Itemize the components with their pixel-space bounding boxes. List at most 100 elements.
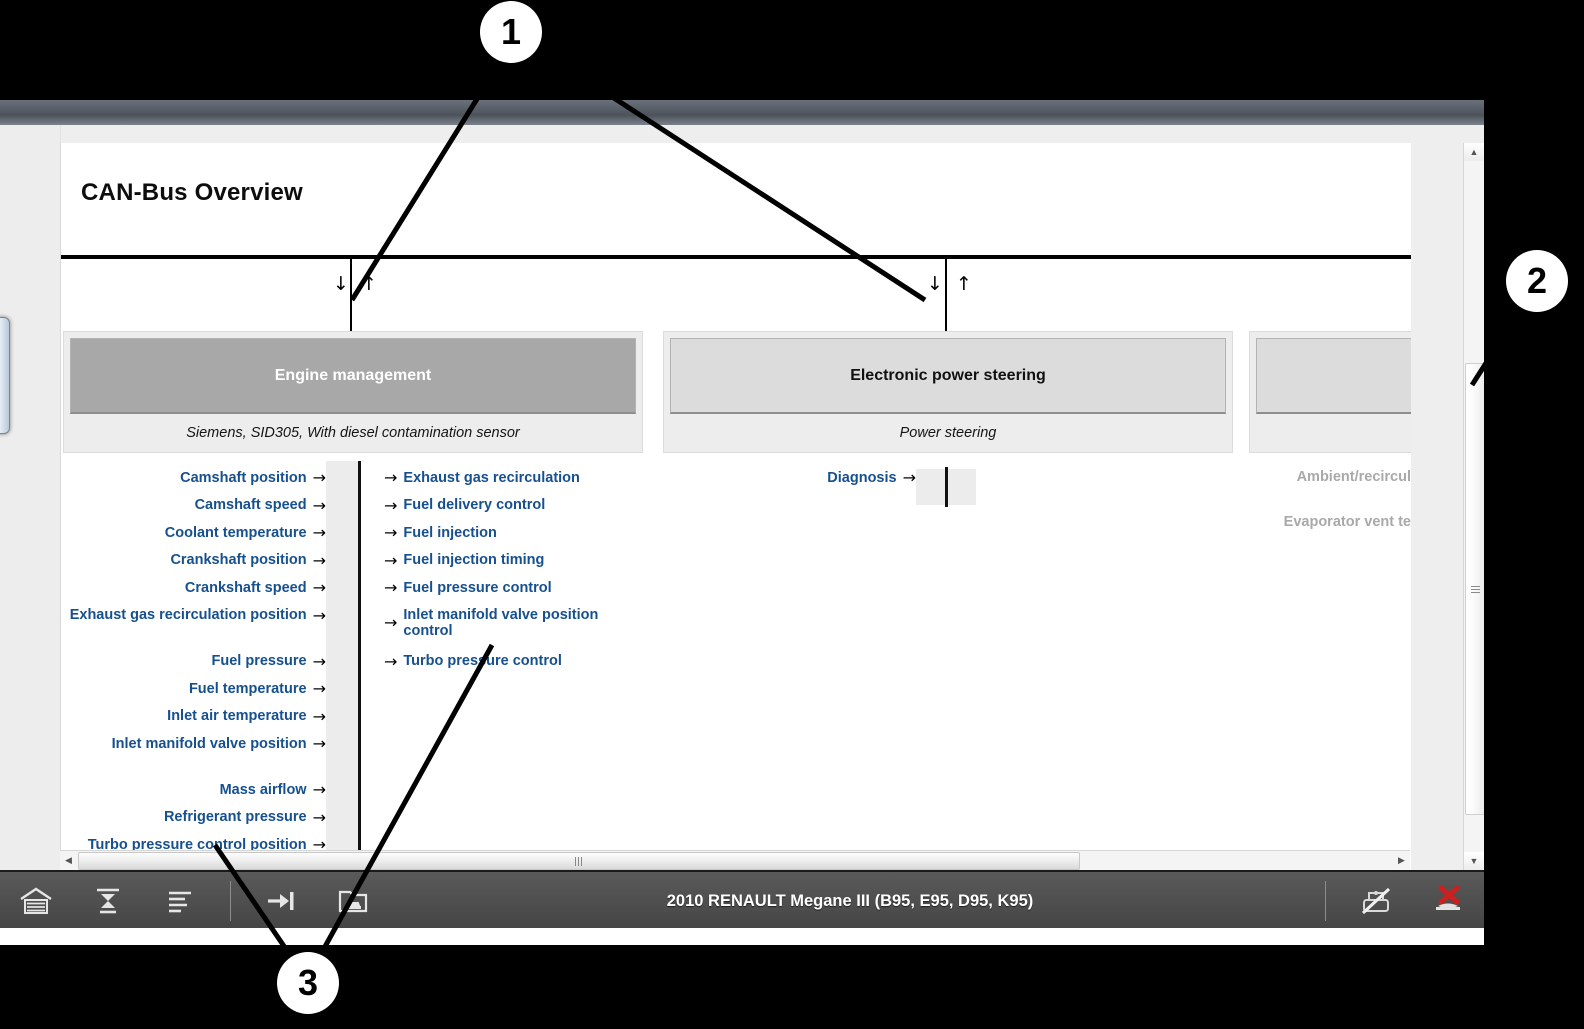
signal-lists: Camshaft position → Camshaft speed→ Coolant… <box>61 461 1411 870</box>
ecu-subtitle-clipped <box>1256 418 1411 448</box>
signal-label: Inlet manifold valve position control <box>403 606 599 640</box>
signal-arrow-icon: → <box>384 468 398 487</box>
toolbar-button-vehicle-identification[interactable] <box>72 872 144 930</box>
signal-input-3[interactable]: Crankshaft position → <box>61 550 326 570</box>
toolbar-separator-right <box>1325 881 1326 921</box>
toolbar-button-test-plan[interactable] <box>144 872 216 930</box>
bus-down-arrow-2: ↓ <box>927 273 943 295</box>
jump-to-icon <box>268 892 294 910</box>
application-window: CAN-Bus Overview ↓ ↑ ↓ ↑ Engine manageme… <box>0 100 1484 945</box>
signal-input-5[interactable]: Exhaust gas recirculation position → <box>61 605 326 625</box>
toolbar-button-vehicle-folder[interactable] <box>317 872 389 930</box>
scrollbar-grip-icon <box>575 856 583 866</box>
signal-input-0[interactable]: Camshaft position → <box>61 468 326 487</box>
signal-arrow-icon: → <box>312 651 326 671</box>
signal-input-4[interactable]: Crankshaft speed→ <box>61 578 326 597</box>
signal-clipped-0: Ambient/recircul <box>1211 469 1411 486</box>
signal-input-6[interactable]: Fuel pressure → <box>61 651 327 671</box>
signal-arrow-icon: → <box>312 679 326 698</box>
signal-label: Fuel injection <box>403 524 497 541</box>
scroll-up-icon[interactable]: ▲ <box>1464 143 1484 161</box>
power-steering-column-divider <box>945 467 948 507</box>
ecu-subtitle-electronic-power-steering: Power steering <box>899 425 997 441</box>
signal-output-3[interactable]: →Fuel injection timing <box>384 551 646 570</box>
signal-output-5[interactable]: →Inlet manifold valve position control <box>384 607 646 640</box>
vertical-scrollbar-thumb[interactable] <box>1465 363 1484 815</box>
scrollbar-grip-icon <box>1470 585 1480 593</box>
ecu-title-electronic-power-steering[interactable]: Electronic power steering <box>670 338 1226 414</box>
signal-input-1[interactable]: Camshaft speed→ <box>61 496 326 515</box>
signal-label: Mass airflow <box>219 781 307 798</box>
left-gutter <box>0 125 61 870</box>
bus-down-arrow-1: ↓ <box>333 273 349 295</box>
toolbar-separator <box>230 881 231 921</box>
bottom-toolbar: 2010 RENAULT Megane III (B95, E95, D95, … <box>0 870 1484 932</box>
home-icon <box>20 887 52 914</box>
signal-arrow-icon: → <box>312 550 326 570</box>
scroll-left-icon[interactable]: ◀ <box>65 855 72 865</box>
signal-label: Exhaust gas recirculation position <box>69 607 307 624</box>
exit-icon <box>1436 885 1460 910</box>
client-area: CAN-Bus Overview ↓ ↑ ↓ ↑ Engine manageme… <box>0 125 1484 870</box>
horizontal-scrollbar[interactable]: ◀ ▶ <box>60 850 1410 870</box>
signal-output-4[interactable]: →Fuel pressure control <box>384 578 646 597</box>
signal-input-2[interactable]: Coolant temperature→ <box>61 523 326 542</box>
signal-label: Crankshaft position <box>170 552 307 569</box>
signal-arrow-icon: → <box>312 734 326 753</box>
signal-output-6[interactable]: →Turbo pressure control <box>384 651 646 671</box>
signal-input-7[interactable]: Fuel temperature → <box>61 679 326 698</box>
ecu-subtitle-engine-management: Siemens, SID305, With diesel contaminati… <box>186 425 520 441</box>
test-plan-icon <box>169 891 191 913</box>
signal-label: Inlet manifold valve position <box>111 735 307 752</box>
signal-arrow-icon: → <box>312 706 326 726</box>
ecu-panel-electronic-power-steering[interactable]: Electronic power steering Power steering <box>663 331 1233 453</box>
callout-marker-2: 2 <box>1506 250 1568 312</box>
signal-input-11[interactable]: Refrigerant pressure→ <box>61 807 326 827</box>
signal-output-1[interactable]: →Fuel delivery control <box>384 496 646 515</box>
signal-output-2[interactable]: → Fuel injection <box>384 523 646 542</box>
toolbar-button-jump-to[interactable] <box>245 872 317 930</box>
toolbar-button-exit[interactable] <box>1412 872 1484 930</box>
signal-label: Evaporator vent te <box>1283 514 1411 530</box>
side-panel-handle[interactable] <box>0 317 10 434</box>
signal-input-9[interactable]: Inlet manifold valve position → <box>61 734 326 753</box>
signal-input-8[interactable]: Inlet air temperature → <box>61 706 326 726</box>
callout-marker-3: 3 <box>277 952 339 1014</box>
signal-arrow-icon: → <box>312 523 326 542</box>
signal-power-steering-input-0[interactable]: Diagnosis→ <box>681 468 916 487</box>
vehicle-identification-icon <box>97 888 119 914</box>
signal-input-10[interactable]: Mass airflow→ <box>61 780 326 799</box>
ecu-panel-clipped[interactable] <box>1249 331 1411 453</box>
signal-output-0[interactable]: → Exhaust gas recirculation <box>384 468 646 487</box>
signal-arrow-icon: → <box>312 605 326 625</box>
signal-label: Exhaust gas recirculation <box>403 469 580 486</box>
signal-arrow-icon: → <box>384 523 398 542</box>
bus-up-arrow-1: ↑ <box>361 273 377 295</box>
horizontal-scrollbar-thumb[interactable] <box>78 852 1080 870</box>
signal-label: Inlet air temperature <box>167 708 307 725</box>
ecu-title-engine-management[interactable]: Engine management <box>70 338 636 414</box>
vertical-scrollbar[interactable]: ▲ ▼ <box>1463 143 1484 870</box>
signal-arrow-icon: → <box>384 651 398 671</box>
signal-label: Fuel pressure <box>211 653 307 670</box>
ecu-title-clipped[interactable] <box>1256 338 1411 414</box>
signal-arrow-icon: → <box>384 612 398 632</box>
callout-marker-1: 1 <box>480 1 542 63</box>
signal-label: Camshaft position <box>180 469 307 486</box>
page-title: CAN-Bus Overview <box>81 179 303 206</box>
bus-up-arrow-2: ↑ <box>956 273 972 295</box>
scroll-right-icon[interactable]: ▶ <box>1398 855 1405 865</box>
signal-arrow-icon: → <box>312 807 326 827</box>
toolbar-button-print-disabled[interactable] <box>1340 872 1412 930</box>
engine-column-shade <box>326 461 358 870</box>
window-titlebar <box>0 100 1484 126</box>
vehicle-label: 2010 RENAULT Megane III (B95, E95, D95, … <box>666 891 1034 910</box>
signal-arrow-icon: → <box>312 468 326 487</box>
ecu-panel-engine-management[interactable]: Engine management Siemens, SID305, With … <box>63 331 643 453</box>
scroll-down-icon[interactable]: ▼ <box>1464 852 1484 870</box>
signal-label: Fuel temperature <box>188 680 307 697</box>
toolbar-footer <box>0 928 1484 945</box>
toolbar-button-home[interactable] <box>0 872 72 930</box>
can-bus-overview-pane: CAN-Bus Overview ↓ ↑ ↓ ↑ Engine manageme… <box>60 143 1411 870</box>
